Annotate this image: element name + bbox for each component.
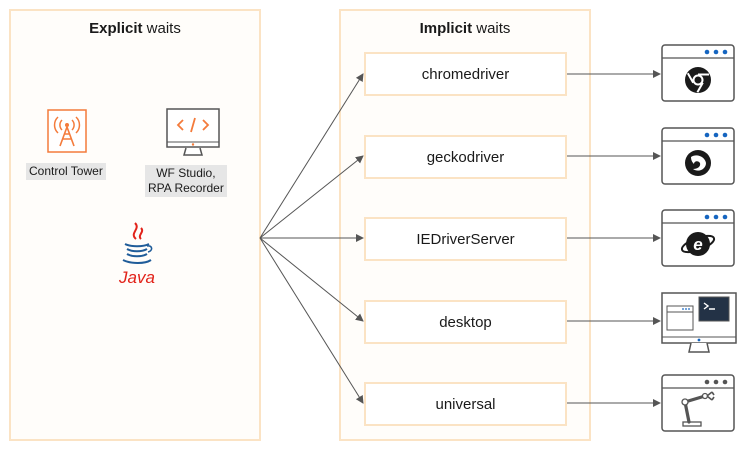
chrome-browser-icon	[661, 44, 735, 102]
explicit-waits-title: Explicit waits	[89, 20, 181, 37]
driver-node-universal: universal	[364, 382, 567, 426]
driver-node-geckodriver: geckodriver	[364, 135, 567, 179]
wf-studio-code-monitor-icon	[166, 108, 220, 158]
arrow-to-universal	[259, 237, 364, 404]
wf-studio-label: WF Studio, RPA Recorder	[145, 165, 227, 197]
svg-text:e: e	[693, 235, 702, 254]
robot-arm-window-icon	[661, 374, 735, 432]
implicit-waits-title: Implicit waits	[419, 20, 511, 37]
internet-explorer-browser-icon: e	[661, 209, 735, 267]
desktop-terminal-icon	[661, 292, 737, 356]
control-tower-label: Control Tower	[26, 163, 106, 180]
java-label: Java	[119, 268, 155, 287]
driver-node-iedriverserver: IEDriverServer	[364, 217, 567, 261]
explicit-waits-panel: Explicit waits	[9, 9, 261, 441]
driver-node-desktop: desktop	[364, 300, 567, 344]
java-logo-icon	[117, 220, 157, 290]
driver-node-chromedriver: chromedriver	[364, 52, 567, 96]
firefox-browser-icon	[661, 127, 735, 185]
arrow-to-desktop	[259, 237, 364, 322]
arrow-to-geckodriver	[259, 155, 364, 239]
control-tower-icon	[47, 109, 87, 153]
arrow-to-chromedriver	[259, 73, 364, 239]
